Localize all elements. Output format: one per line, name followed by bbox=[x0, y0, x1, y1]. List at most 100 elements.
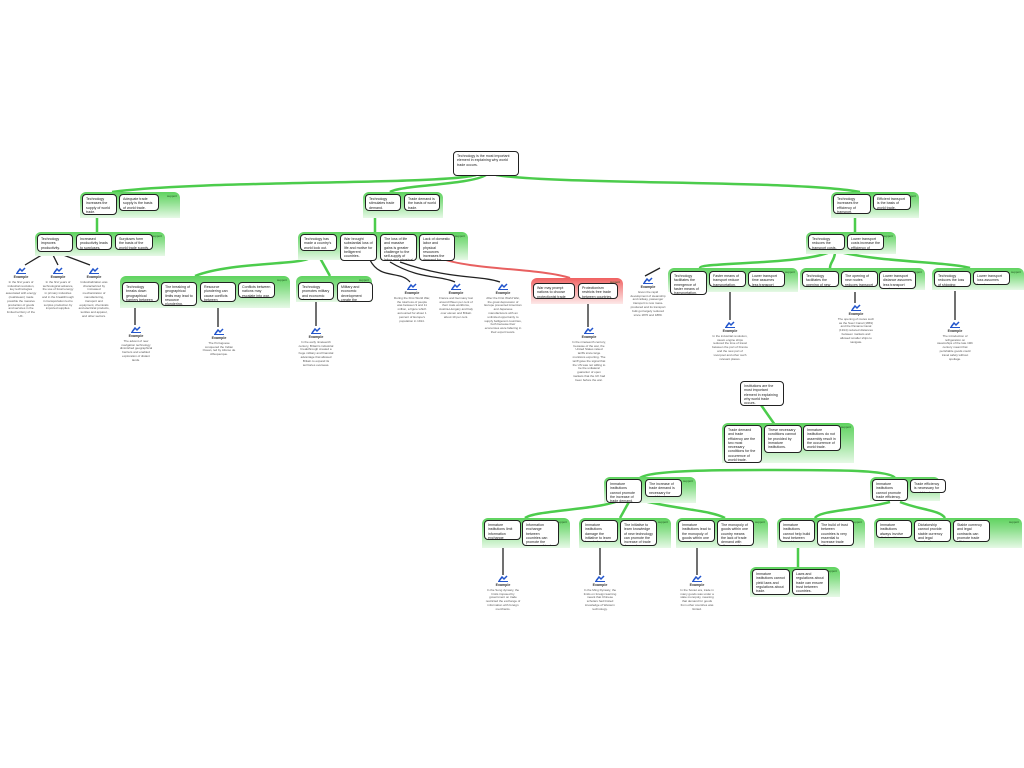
premise-d3[interactable]: Immature institutions do not assembly re… bbox=[803, 425, 841, 451]
premise-b1-3[interactable]: The loss of life and massive gains is gr… bbox=[380, 234, 417, 261]
premise-c1-1-4[interactable]: Technology facilitates the opening of ne… bbox=[802, 271, 839, 287]
text: In the first years of industrial revolut… bbox=[5, 279, 37, 318]
premise-e1[interactable]: Immature institutions limit information … bbox=[484, 520, 521, 540]
text: Given the rapid development of steamship… bbox=[630, 289, 666, 317]
premise-c1-1-7[interactable]: Technology reduces the loss of shipping … bbox=[934, 271, 971, 287]
root-claim[interactable]: Technology is the most important element… bbox=[453, 151, 519, 176]
example-title: Example bbox=[448, 291, 464, 295]
premise-f1[interactable]: Immature institutions cannot help build … bbox=[779, 520, 815, 542]
premise-a1-2[interactable]: Increased productivity leads to surpluse… bbox=[76, 234, 112, 250]
premise-c1-1-8[interactable]: Lower transport loss assumes less transp… bbox=[973, 271, 1010, 285]
text: France and Germany lost around fifteen p… bbox=[439, 295, 473, 319]
premise-b1-4[interactable]: Lack of domestic labor and physical reso… bbox=[419, 234, 455, 261]
example-title: Example bbox=[689, 583, 705, 587]
example-icon bbox=[692, 575, 702, 582]
premise-b1-1-5[interactable]: Technology promotes military and economi… bbox=[298, 282, 334, 300]
group-tag: support bbox=[166, 194, 177, 198]
premise-c1-1-3[interactable]: Lower transport time assumes less transp… bbox=[748, 271, 785, 287]
premise-b1-1-3[interactable]: Resource plundering can cause conflicts … bbox=[200, 282, 236, 302]
premise-f4[interactable]: Dictatorship cannot provide stable curre… bbox=[914, 520, 951, 542]
premise-d1-3[interactable]: Immature institutions cannot promote tra… bbox=[872, 479, 908, 501]
group-tag: support bbox=[657, 520, 668, 524]
premise-c1-1-6[interactable]: Lower transport distance assumes less tr… bbox=[879, 271, 916, 289]
group-tag: support bbox=[754, 520, 765, 524]
premise-b1-1-6[interactable]: Military and economic development create… bbox=[337, 282, 373, 302]
example-icon bbox=[498, 283, 508, 290]
premise-c1-1[interactable]: Technology reduces the transport costs. bbox=[808, 234, 845, 250]
premise-e4[interactable]: The initiative to learn knowledge of new… bbox=[620, 520, 657, 546]
premise-b2[interactable]: Trade demand is the basis of world trade… bbox=[404, 194, 440, 211]
example-title: Example bbox=[495, 291, 511, 295]
premise-a2[interactable]: Adequate trade supply is the basis of wo… bbox=[119, 194, 159, 211]
premise-d1-1[interactable]: Immature institutions cannot promote the… bbox=[606, 479, 642, 503]
text: In the industrial revolution, steam engi… bbox=[712, 333, 748, 361]
example-icon bbox=[407, 283, 417, 290]
example-title: Example bbox=[404, 291, 420, 295]
example-title: Example bbox=[128, 334, 144, 338]
premise-b1-1-1[interactable]: Technology breaks down geographical barr… bbox=[122, 282, 159, 302]
text: The introduction of refrigeration on ste… bbox=[937, 333, 973, 361]
premise-e2[interactable]: Information exchange between countries c… bbox=[522, 520, 559, 546]
text: In the first years of technological adva… bbox=[42, 279, 74, 311]
root-claim-2[interactable]: Institutions are the most important elem… bbox=[740, 381, 784, 406]
group-tag: support bbox=[905, 194, 916, 198]
premise-d1-2[interactable]: The increase of trade demand is necessar… bbox=[645, 479, 682, 497]
example-icon bbox=[584, 327, 594, 334]
group-tag: support bbox=[1010, 270, 1021, 274]
premise-f3[interactable]: Immature institutions always involve dic… bbox=[876, 520, 912, 538]
group-tag: support bbox=[454, 234, 465, 238]
premise-c1-1-1[interactable]: Technology facilitates the emergence of … bbox=[670, 271, 707, 295]
premise-f5[interactable]: Stable currency and legal contracts can … bbox=[953, 520, 990, 542]
premise-a1[interactable]: Technology increases the supply of world… bbox=[82, 194, 117, 215]
premise-e6[interactable]: The monopoly of goods within one country… bbox=[717, 520, 754, 546]
group-tag: support bbox=[826, 569, 837, 573]
objection-o1[interactable]: War may prompt nations to choose protect… bbox=[533, 283, 575, 299]
group-tag: support bbox=[682, 479, 693, 483]
premise-c2[interactable]: Efficient transport is the basis of worl… bbox=[873, 194, 911, 210]
group-tag: support bbox=[151, 234, 162, 238]
premise-d1-4[interactable]: Trade efficiency is necessary for world … bbox=[910, 479, 946, 493]
group-tag: support bbox=[556, 520, 567, 524]
example-title: Example bbox=[308, 335, 324, 339]
premise-b1-1[interactable]: Technology has made a country's world lo… bbox=[300, 234, 337, 251]
premise-d2[interactable]: These necessary conditions cannot be pro… bbox=[764, 425, 802, 453]
premise-b1-1-4[interactable]: Conflicts between nations may escalate i… bbox=[238, 282, 275, 298]
group-tag: support bbox=[276, 278, 287, 282]
premise-e3[interactable]: Immature institutions damage the initiat… bbox=[581, 520, 618, 542]
premise-a1-1[interactable]: Technology improves productivity. bbox=[37, 234, 73, 252]
example-title: Example bbox=[848, 312, 864, 316]
example-title: Example bbox=[592, 583, 608, 587]
text: After the First World War, the great dep… bbox=[484, 295, 522, 334]
premise-a1-3[interactable]: Surpluses form the basis of the world tr… bbox=[115, 234, 153, 250]
group-tag: support bbox=[882, 234, 893, 238]
text: In the early nineteenth century, Britain… bbox=[298, 339, 334, 367]
premise-c1-1-5[interactable]: The opening of new routes reduces transp… bbox=[841, 271, 878, 287]
example-title: Example bbox=[50, 275, 66, 279]
premise-f1-1[interactable]: Immature institutions cannot yield laws … bbox=[752, 569, 790, 595]
group-tag: support bbox=[851, 520, 862, 524]
premise-e5[interactable]: Immature institutions lead to the monopo… bbox=[678, 520, 715, 542]
premise-d1[interactable]: Trade demand and trade efficiency are th… bbox=[724, 425, 762, 463]
premise-c1[interactable]: Technology increases the efficiency of t… bbox=[833, 194, 871, 214]
objection-o2[interactable]: Protectionism restricts free trade betwe… bbox=[578, 283, 618, 299]
premise-c1-1-2[interactable]: Faster means of transport reduce transpo… bbox=[709, 271, 746, 287]
premise-b1[interactable]: Technology stimulates trade demand. bbox=[365, 194, 401, 211]
example-title: Example bbox=[495, 583, 511, 587]
premise-b1-1-2[interactable]: The breaking of geographical limits may … bbox=[161, 282, 197, 306]
text: The Portuguese conquered the Indian Ocea… bbox=[202, 340, 236, 357]
premise-c1-2[interactable]: Lower transport costs increase the effic… bbox=[847, 234, 884, 250]
text: The opening of routes such as the Suez C… bbox=[837, 316, 875, 344]
premise-f2[interactable]: The build of trust between countries is … bbox=[817, 520, 854, 546]
premise-b1-2[interactable]: War brought substantial loss of life and… bbox=[340, 234, 377, 261]
premise-f1-2[interactable]: Laws and regulations about trade can ens… bbox=[792, 569, 829, 595]
